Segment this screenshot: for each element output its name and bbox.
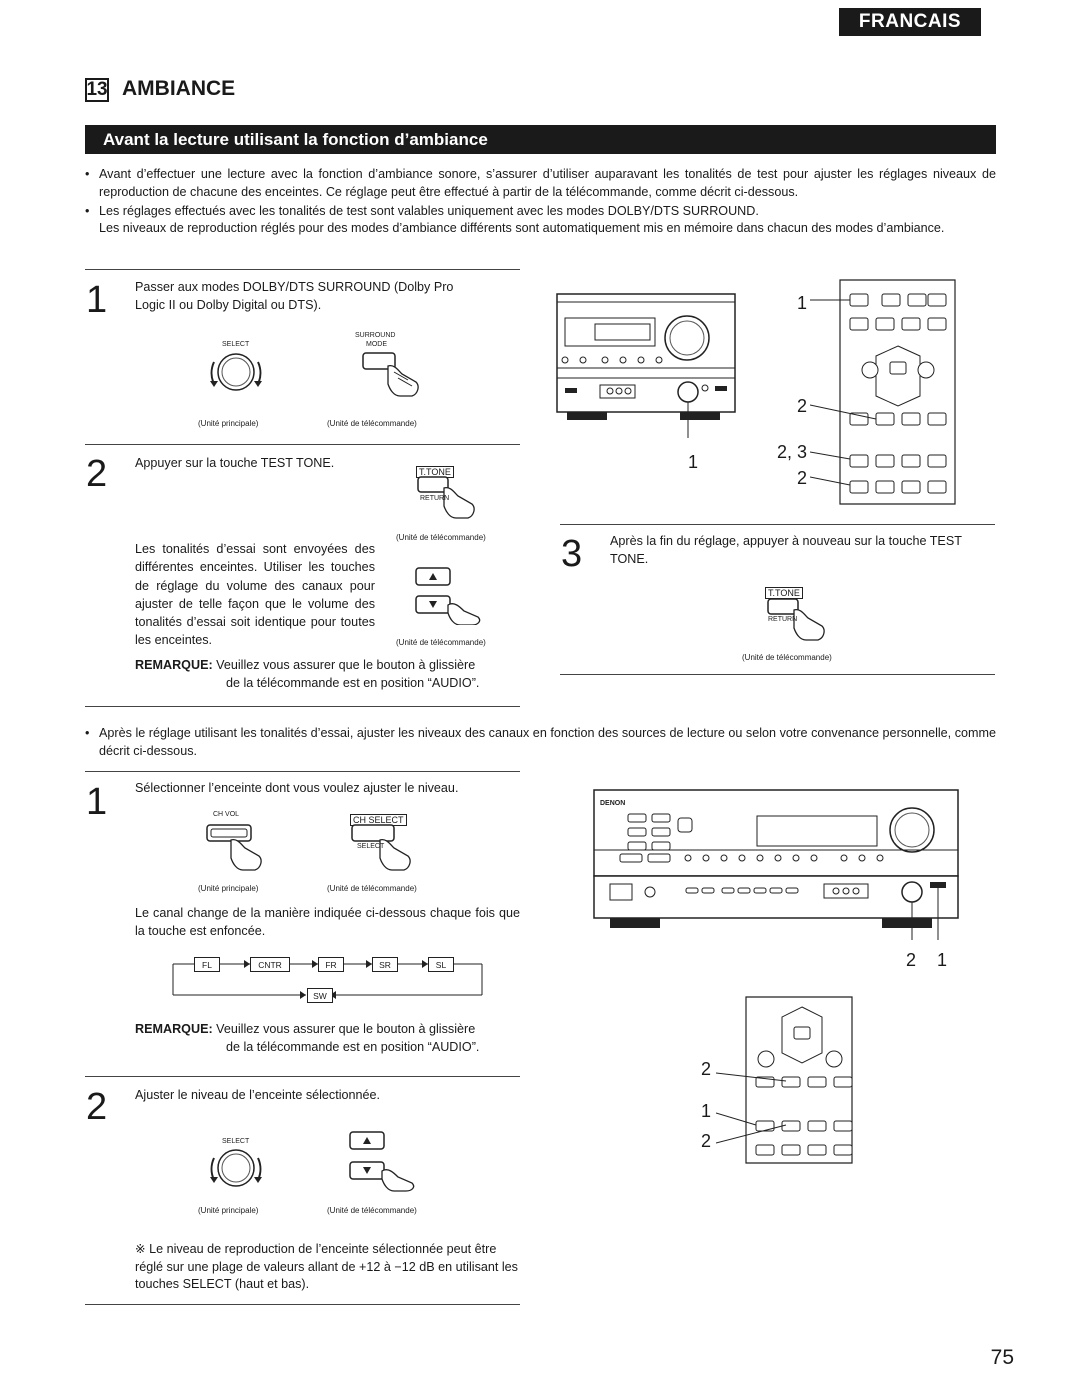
intro-paragraph: Les niveaux de reproduction réglés pour … bbox=[99, 221, 945, 235]
chvol-label: CH VOL bbox=[213, 811, 240, 818]
step-text: Appuyer sur la touche TEST TONE. bbox=[135, 456, 335, 470]
divider bbox=[85, 1304, 520, 1305]
sequence-item: FL bbox=[194, 957, 220, 972]
ttone-button-icon bbox=[767, 598, 825, 641]
caption: (Unité principale) bbox=[198, 884, 259, 893]
callout-number: 1 bbox=[937, 950, 948, 970]
after-bullet: •Après le réglage utilisant les tonalité… bbox=[85, 726, 996, 758]
select-label: SELECT bbox=[222, 341, 250, 348]
caption: (Unité principale) bbox=[198, 1206, 259, 1215]
divider bbox=[85, 771, 520, 772]
ttone-button-label: T.TONE bbox=[765, 583, 803, 601]
ch-select-label: CH SELECT bbox=[350, 810, 407, 828]
note-cont: de la télécommande est en position “AUDI… bbox=[226, 1040, 480, 1054]
step-number: 1 bbox=[86, 781, 108, 823]
sequence-item: SR bbox=[372, 957, 398, 972]
section-number: 13 bbox=[85, 78, 109, 102]
volume-up-down-icon bbox=[415, 567, 481, 625]
caption: (Unité de télécommande) bbox=[327, 419, 417, 428]
channel-sequence-diagram bbox=[172, 960, 483, 999]
callout-number: 1 bbox=[688, 452, 699, 472]
sequence-item: CNTR bbox=[250, 957, 290, 972]
divider bbox=[85, 706, 520, 707]
callout-number: 2, 3 bbox=[777, 442, 808, 462]
remote-control-partial bbox=[716, 996, 853, 1164]
step-text: Après la fin du réglage, appuyer à nouve… bbox=[610, 534, 962, 566]
note: REMARQUE: Veuillez vous assurer que le b… bbox=[135, 658, 476, 672]
select-knob-icon bbox=[210, 353, 262, 391]
callout-number: 2 bbox=[797, 396, 808, 416]
select-knob-icon bbox=[210, 1149, 262, 1187]
callout-number: 2 bbox=[797, 468, 808, 488]
step-number: 2 bbox=[86, 1086, 108, 1128]
remote-control-partial bbox=[810, 279, 956, 505]
step-number: 2 bbox=[86, 453, 108, 495]
divider bbox=[85, 1076, 520, 1077]
language-tab: FRANCAIS bbox=[839, 8, 981, 36]
callout-number: 2 bbox=[906, 950, 917, 970]
callout-number: 1 bbox=[797, 293, 808, 313]
page-number: 75 bbox=[990, 1346, 1014, 1369]
select-up-down-icon bbox=[349, 1131, 415, 1192]
mode-label: MODE bbox=[366, 341, 387, 348]
divider bbox=[560, 674, 995, 675]
brand-logo: DENON bbox=[600, 800, 626, 807]
sequence-item-sw: SW bbox=[307, 988, 333, 1003]
caption: (Unité de télécommande) bbox=[742, 653, 832, 662]
ch-vol-button-icon bbox=[206, 824, 262, 871]
select-label: SELECT bbox=[222, 1138, 250, 1145]
callout-number: 1 bbox=[701, 1101, 712, 1121]
caption: (Unité de télécommande) bbox=[327, 1206, 417, 1215]
section-title: AMBIANCE bbox=[122, 77, 236, 100]
ttone-button-icon bbox=[417, 476, 475, 519]
divider bbox=[85, 444, 520, 445]
return-label: RETURN bbox=[420, 495, 450, 502]
intro-bullet-1: •Avant d’effectuer une lecture avec la f… bbox=[85, 167, 996, 199]
divider bbox=[560, 524, 995, 525]
sequence-item: SL bbox=[428, 957, 454, 972]
divider bbox=[85, 269, 520, 270]
step-body: Le canal change de la manière indiquée c… bbox=[135, 906, 520, 938]
step-number: 3 bbox=[561, 533, 583, 575]
callout-number: 2 bbox=[701, 1059, 712, 1079]
caption: (Unité principale) bbox=[198, 419, 259, 428]
callout-number: 2 bbox=[701, 1131, 712, 1151]
receiver-front-panel-partial bbox=[556, 293, 736, 438]
sequence-item: FR bbox=[318, 957, 344, 972]
caption: (Unité de télécommande) bbox=[327, 884, 417, 893]
note-cont: de la télécommande est en position “AUDI… bbox=[226, 676, 480, 690]
ttone-button-label: T.TONE bbox=[416, 462, 454, 480]
step-text: Sélectionner l’enceinte dont vous voulez… bbox=[135, 781, 459, 795]
receiver-front-panel bbox=[593, 789, 959, 940]
ch-select-button-icon bbox=[351, 824, 411, 871]
step-number: 1 bbox=[86, 279, 108, 321]
intro-bullet-2: •Les réglages effectués avec les tonalit… bbox=[85, 204, 759, 218]
step-text: Ajuster le niveau de l’enceinte sélectio… bbox=[135, 1088, 381, 1102]
footnote: ※ Le niveau de reproduction de l’enceint… bbox=[135, 1242, 518, 1292]
step-body: Les tonalités d’essai sont envoyées des … bbox=[135, 542, 375, 648]
return-label: RETURN bbox=[768, 616, 798, 623]
note: REMARQUE: Veuillez vous assurer que le b… bbox=[135, 1022, 476, 1036]
select-label: SELECT bbox=[357, 843, 385, 850]
caption: (Unité de télécommande) bbox=[396, 533, 486, 542]
step-text: Passer aux modes DOLBY/DTS SURROUND (Dol… bbox=[135, 280, 454, 312]
caption: (Unité de télécommande) bbox=[396, 638, 486, 647]
section-banner: Avant la lecture utilisant la fonction d… bbox=[85, 125, 996, 154]
surround-label: SURROUND bbox=[355, 332, 396, 339]
surround-mode-button-icon bbox=[362, 352, 419, 397]
